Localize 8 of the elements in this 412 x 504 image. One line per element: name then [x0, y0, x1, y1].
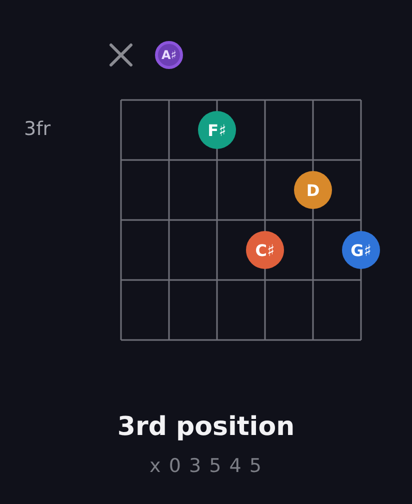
fingering-text: x 0 3 5 4 5	[150, 455, 262, 477]
note-marker: F♯	[198, 111, 236, 149]
note-marker: G♯	[342, 231, 380, 269]
note-marker: D	[294, 171, 332, 209]
chord-title: 3rd position	[116, 412, 296, 442]
fret-number: 3fr	[24, 118, 51, 140]
note-marker: C♯	[246, 231, 284, 269]
open-string-marker: A♯	[155, 41, 183, 69]
